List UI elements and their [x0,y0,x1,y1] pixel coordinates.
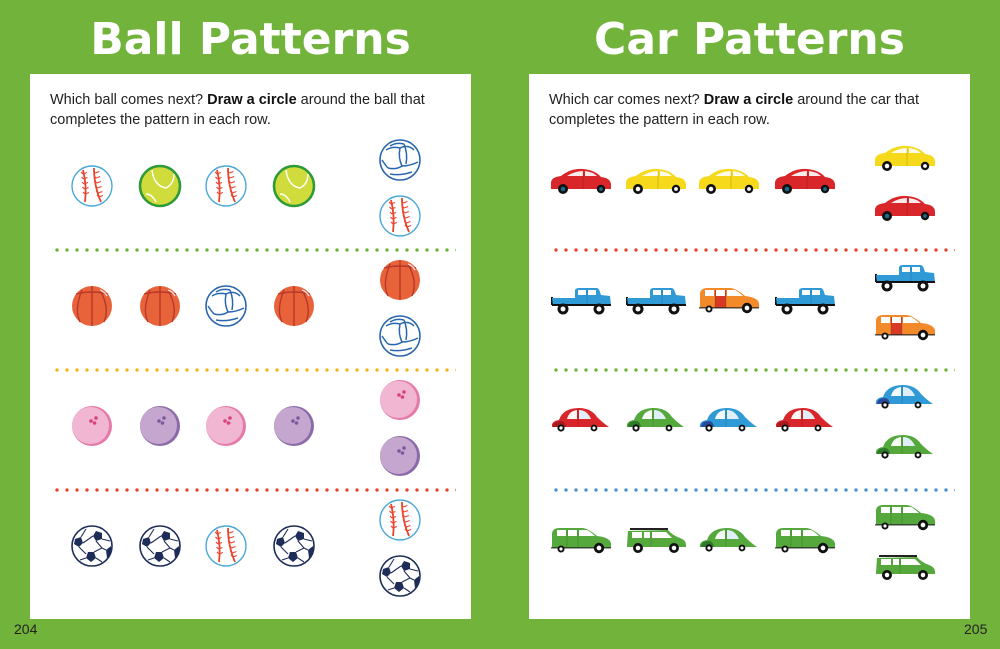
instruction-text: Which ball comes next? [50,92,208,108]
car-red-sedan-icon [773,165,837,195]
car-green-hatchback-icon [773,525,837,555]
instruction-text: around the ball that completes the patte… [50,92,425,128]
car-green-hatchback-icon [549,525,613,555]
answer-choice-blue-beetle[interactable] [873,382,937,412]
ball-volleyball-icon [204,284,248,328]
answer-choice-orange-hatchback[interactable] [873,312,937,342]
ball-soccer-ball-icon [138,524,182,568]
answer-choice-volleyball[interactable] [378,138,422,182]
ball-bowling-ball-purple-icon [272,404,316,448]
ball-instruction: Which ball comes next? Draw a circle aro… [50,90,470,130]
car-yellow-sedan-icon [697,165,761,195]
page-number-right: 205 [964,621,988,637]
car-patterns-panel: Which car comes next? Draw a circle arou… [529,74,970,619]
car-red-sedan-icon [549,165,613,195]
answer-choice-bowling-ball-purple[interactable] [378,434,422,478]
ball-basketball-icon [70,284,114,328]
ball-bowling-ball-pink-icon [204,404,248,448]
answer-choice-bowling-ball-pink[interactable] [378,378,422,422]
ball-patterns-panel: Which ball comes next? Draw a circle aro… [30,74,471,619]
ball-tennis-ball-icon [272,164,316,208]
dotted-divider [551,368,955,372]
car-red-beetle-icon [549,405,613,435]
dotted-divider [52,248,456,252]
ball-basketball-icon [138,284,182,328]
instruction-text: around the car that completes the patter… [549,92,919,128]
instruction-bold: Draw a circle [207,92,297,108]
car-red-beetle-icon [773,405,837,435]
answer-choice-red-sedan[interactable] [873,192,937,222]
answer-choice-baseball[interactable] [378,498,422,542]
car-orange-hatchback-icon [697,285,761,315]
car-green-beetle-icon [697,525,761,555]
page-number-left: 204 [14,621,38,637]
answer-choice-volleyball[interactable] [378,314,422,358]
ball-basketball-icon [272,284,316,328]
answer-choice-green-wagon[interactable] [873,552,937,582]
answer-choice-baseball[interactable] [378,194,422,238]
answer-choice-blue-pickup[interactable] [873,262,937,292]
ball-tennis-ball-icon [138,164,182,208]
car-patterns-title: Car Patterns [594,14,905,65]
ball-soccer-ball-icon [272,524,316,568]
ball-baseball-icon [204,524,248,568]
answer-choice-green-hatchback[interactable] [873,502,937,532]
car-instruction: Which car comes next? Draw a circle arou… [549,90,969,130]
car-blue-pickup-icon [624,285,688,315]
car-green-beetle-icon [624,405,688,435]
ball-patterns-title: Ball Patterns [90,14,411,65]
answer-choice-basketball[interactable] [378,258,422,302]
ball-baseball-icon [204,164,248,208]
car-green-wagon-icon [624,525,688,555]
car-blue-pickup-icon [549,285,613,315]
ball-bowling-ball-purple-icon [138,404,182,448]
instruction-bold: Draw a circle [703,92,794,108]
dotted-divider [551,488,955,492]
instruction-text: Which car comes next? [549,92,704,108]
ball-baseball-icon [70,164,114,208]
car-yellow-sedan-icon [624,165,688,195]
answer-choice-green-beetle[interactable] [873,432,937,462]
dotted-divider [551,248,955,252]
car-blue-beetle-icon [697,405,761,435]
ball-soccer-ball-icon [70,524,114,568]
ball-bowling-ball-pink-icon [70,404,114,448]
dotted-divider [52,368,456,372]
car-blue-pickup-icon [773,285,837,315]
answer-choice-yellow-sedan[interactable] [873,142,937,172]
dotted-divider [52,488,456,492]
answer-choice-soccer-ball[interactable] [378,554,422,598]
